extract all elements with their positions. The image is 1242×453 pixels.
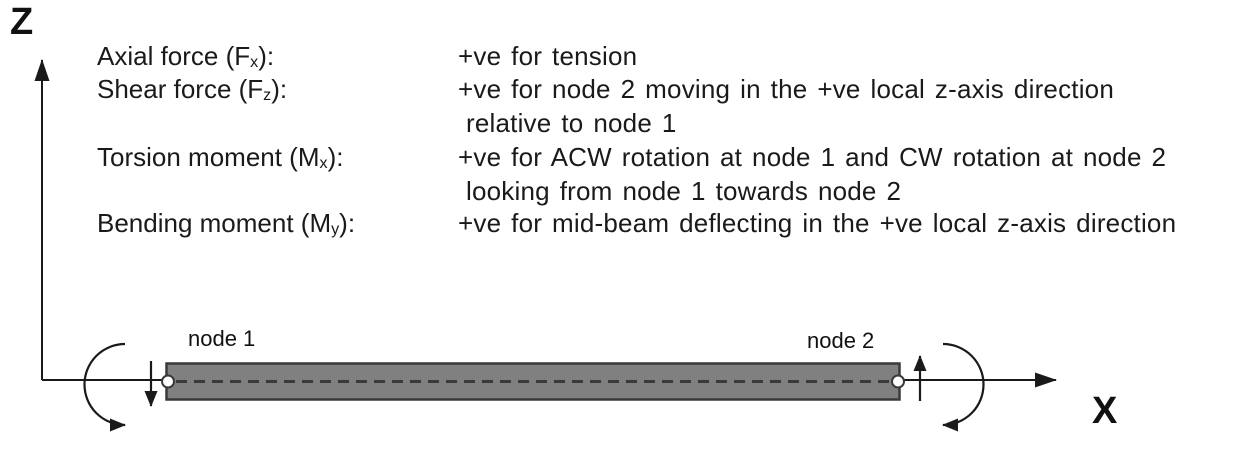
legend-term: Shear force (Fz): — [97, 73, 287, 107]
term-text: ): — [327, 142, 344, 172]
term-subscript: z — [263, 85, 272, 104]
node1-marker — [161, 374, 175, 389]
legend-description: +ve for node 2 moving in the +ve local z… — [458, 73, 1114, 140]
legend-description: +ve for tension — [458, 40, 637, 74]
term-text: ): — [271, 74, 288, 104]
description-line: relative to node 1 — [466, 107, 677, 138]
description-line: +ve for ACW rotation at node 1 and CW ro… — [458, 142, 1167, 172]
description-line: looking from node 1 towards node 2 — [466, 175, 902, 206]
node1-label: node 1 — [188, 326, 256, 351]
term-subscript: x — [319, 153, 328, 172]
node2-rotation-arc-icon — [942, 342, 985, 432]
term-subscript: x — [250, 52, 259, 71]
legend-description: +ve for mid-beam deflecting in the +ve l… — [458, 207, 1176, 241]
term-text: ): — [258, 41, 275, 71]
node1-rotation-arc-icon — [83, 342, 126, 432]
description-line: +ve for node 2 moving in the +ve local z… — [458, 74, 1115, 104]
legend-term: Bending moment (My): — [97, 207, 355, 241]
term-text: Torsion moment (M — [97, 142, 320, 172]
term-text: ): — [339, 208, 356, 238]
term-subscript: y — [331, 219, 340, 238]
node2-label: node 2 — [807, 328, 875, 353]
description-line: +ve for tension — [458, 41, 638, 71]
node2-marker — [891, 374, 905, 389]
legend-description: +ve for ACW rotation at node 1 and CW ro… — [458, 141, 1166, 208]
term-text: Axial force (F — [97, 41, 251, 71]
z-axis-label: Z — [10, 1, 34, 43]
legend-term: Torsion moment (Mx): — [97, 141, 343, 175]
term-text: Bending moment (M — [97, 208, 332, 238]
description-line: +ve for mid-beam deflecting in the +ve l… — [458, 208, 1177, 238]
x-axis-label: X — [1092, 390, 1118, 432]
legend-term: Axial force (Fx): — [97, 40, 274, 74]
term-text: Shear force (F — [97, 74, 264, 104]
